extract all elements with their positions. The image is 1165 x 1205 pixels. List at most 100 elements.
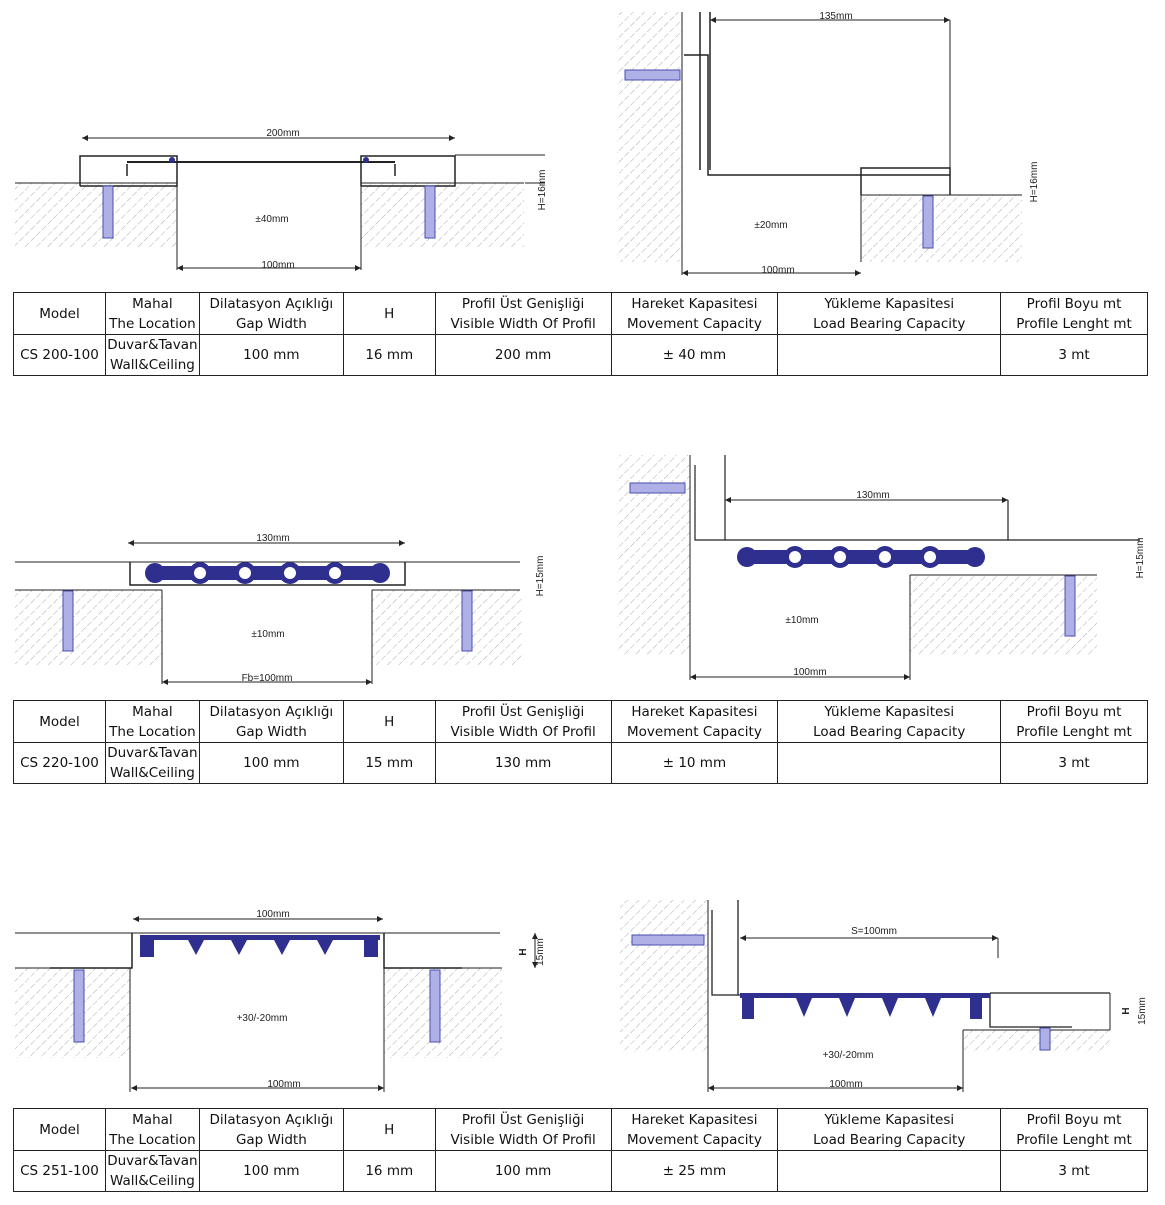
dim-height: H=16mm <box>1029 162 1040 203</box>
cell-gap: 100 mm <box>198 1150 344 1192</box>
length-line: Profil Boyu mt <box>1026 295 1122 312</box>
cell-visible: 200 mm <box>434 334 612 376</box>
cell-gap: 100 mm <box>198 334 344 376</box>
visible-line: Visible Width Of Profil <box>450 315 596 332</box>
header-h: H <box>342 1108 436 1151</box>
gap-line: Dilatasyon Açıklığı <box>209 295 334 312</box>
load-line: Yükleme Kapasitesi <box>824 703 955 720</box>
dim-width: 130mm <box>856 490 889 501</box>
anchor-icon <box>631 934 705 946</box>
visible-line: Visible Width Of Profil <box>450 1131 596 1148</box>
dim-height: 15mm <box>535 938 546 966</box>
anchor-icon <box>1039 1027 1051 1051</box>
dim-gap: 100mm <box>761 265 794 276</box>
drawing-cs200-wall <box>617 12 1022 276</box>
dim-movement: +30/-20mm <box>823 1050 874 1061</box>
cell-model: CS 200-100 <box>13 334 106 376</box>
location-line: Wall&Ceiling <box>109 765 195 781</box>
visible-line: Profil Üst Genişliği <box>461 1111 585 1128</box>
dim-h: H <box>1121 1007 1132 1014</box>
location-line: Wall&Ceiling <box>109 357 195 373</box>
location-line: Duvar&Tavan <box>107 337 198 353</box>
cell-load <box>777 742 1002 784</box>
gap-line: Dilatasyon Açıklığı <box>209 1111 334 1128</box>
cell-h: 16 mm <box>342 1150 436 1192</box>
location-line: Mahal <box>132 295 173 312</box>
load-line: Load Bearing Capacity <box>813 723 966 740</box>
header-model: Model <box>13 700 106 743</box>
cell-movement: ± 25 mm <box>610 1150 779 1192</box>
dim-width: 200mm <box>266 128 299 139</box>
anchor-icon <box>629 482 686 494</box>
length-line: Profile Lenght mt <box>1016 723 1132 740</box>
cell-h: 16 mm <box>342 334 436 376</box>
location-line: Duvar&Tavan <box>107 1153 198 1169</box>
movement-line: Movement Capacity <box>627 1131 762 1148</box>
cell-gap: 100 mm <box>198 742 344 784</box>
drawing-cs251-wall <box>620 900 1111 1092</box>
movement-line: Hareket Kapasitesi <box>631 703 758 720</box>
cell-visible: 100 mm <box>434 1150 612 1192</box>
cell-load <box>777 334 1002 376</box>
anchor-icon <box>62 590 74 652</box>
anchor-icon <box>102 185 114 239</box>
dim-width: 135mm <box>819 11 852 22</box>
cell-model: CS 251-100 <box>13 1150 106 1192</box>
location-line: The Location <box>109 315 196 332</box>
load-line: Yükleme Kapasitesi <box>824 295 955 312</box>
movement-line: Movement Capacity <box>627 315 762 332</box>
location-line: Mahal <box>132 703 173 720</box>
gap-line: Gap Width <box>235 723 307 740</box>
header-h: H <box>342 700 436 743</box>
length-line: Profil Boyu mt <box>1026 1111 1122 1128</box>
dim-movement: ±10mm <box>785 615 818 626</box>
location-line: Wall&Ceiling <box>109 1173 195 1189</box>
dim-width: 130mm <box>256 533 289 544</box>
cell-length: 3 mt <box>1000 1150 1148 1192</box>
load-line: Load Bearing Capacity <box>813 315 966 332</box>
dim-width: 100mm <box>256 909 289 920</box>
header-model: Model <box>13 292 106 335</box>
gap-line: Dilatasyon Açıklığı <box>209 703 334 720</box>
cell-length: 3 mt <box>1000 334 1148 376</box>
cell-movement: ± 40 mm <box>610 334 779 376</box>
location-line: Duvar&Tavan <box>107 745 198 761</box>
dim-movement: +30/-20mm <box>237 1013 288 1024</box>
dim-height: H=15mm <box>1135 538 1146 579</box>
anchor-icon <box>922 195 934 249</box>
cell-length: 3 mt <box>1000 742 1148 784</box>
visible-line: Visible Width Of Profil <box>450 723 596 740</box>
dim-height: H=16mm <box>537 170 548 211</box>
anchor-icon <box>73 969 85 1043</box>
movement-line: Hareket Kapasitesi <box>631 295 758 312</box>
dim-movement: ±20mm <box>754 220 787 231</box>
anchor-icon <box>424 185 436 239</box>
dim-gap: 100mm <box>793 667 826 678</box>
